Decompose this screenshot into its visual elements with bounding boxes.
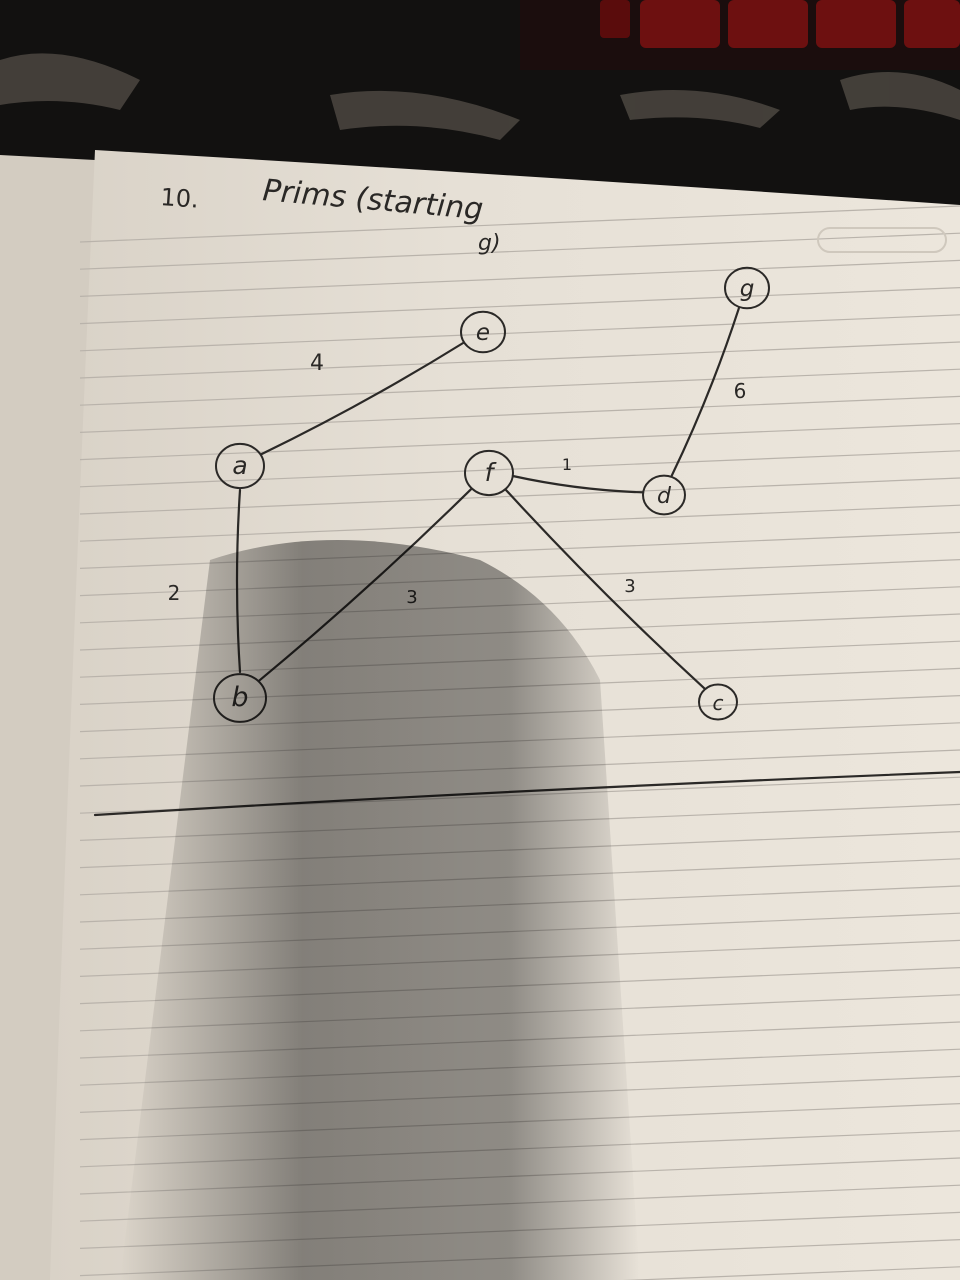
- weight-d-g: 6: [734, 379, 747, 403]
- edge-d-g: [670, 307, 740, 477]
- ruled-line: [79, 368, 960, 406]
- node-g: g: [724, 266, 770, 310]
- node-g-ring: [724, 266, 770, 310]
- ruled-line: [79, 531, 960, 569]
- ruled-line: [79, 232, 960, 270]
- desk-texture: [0, 53, 960, 140]
- ruled-line: [622, 1266, 960, 1280]
- weight-a-e: 4: [310, 351, 324, 376]
- ruled-line: [79, 423, 960, 461]
- node-g-label: g: [740, 276, 755, 302]
- page-tab-marker: [817, 227, 947, 253]
- heading-number: 10.: [160, 183, 200, 214]
- edge-f-d: [511, 474, 645, 494]
- heading-text-line2: g): [478, 231, 501, 256]
- ruled-line: [79, 287, 960, 325]
- hand-shadow: [120, 540, 640, 1280]
- node-a-label: a: [232, 451, 247, 480]
- node-c: c: [698, 683, 738, 721]
- node-d-ring: [642, 474, 686, 516]
- node-f-ring: [464, 449, 514, 497]
- weight-f-d: 1: [562, 455, 572, 474]
- node-e-label: e: [476, 320, 490, 346]
- edge-a-e: [259, 341, 465, 456]
- ruled-line: [79, 341, 960, 379]
- node-d: d: [642, 474, 686, 516]
- ruled-line: [79, 477, 960, 515]
- node-c-label: c: [713, 691, 724, 715]
- ruled-line: [79, 395, 960, 433]
- weight-a-b: 2: [168, 581, 181, 605]
- keyboard: [520, 0, 960, 70]
- node-e-ring: [460, 310, 506, 354]
- node-a-ring: [215, 442, 265, 490]
- node-a: a: [215, 442, 265, 490]
- ruled-line: [79, 259, 960, 297]
- ruled-line: [79, 205, 960, 243]
- edge-f-c: [504, 488, 706, 690]
- ruled-line: [79, 314, 960, 352]
- ruled-line: [79, 450, 960, 488]
- node-e: e: [460, 310, 506, 354]
- node-d-label: d: [657, 484, 672, 509]
- ruled-line: [79, 504, 960, 542]
- node-c-ring: [698, 683, 738, 721]
- weight-f-c: 3: [624, 576, 635, 597]
